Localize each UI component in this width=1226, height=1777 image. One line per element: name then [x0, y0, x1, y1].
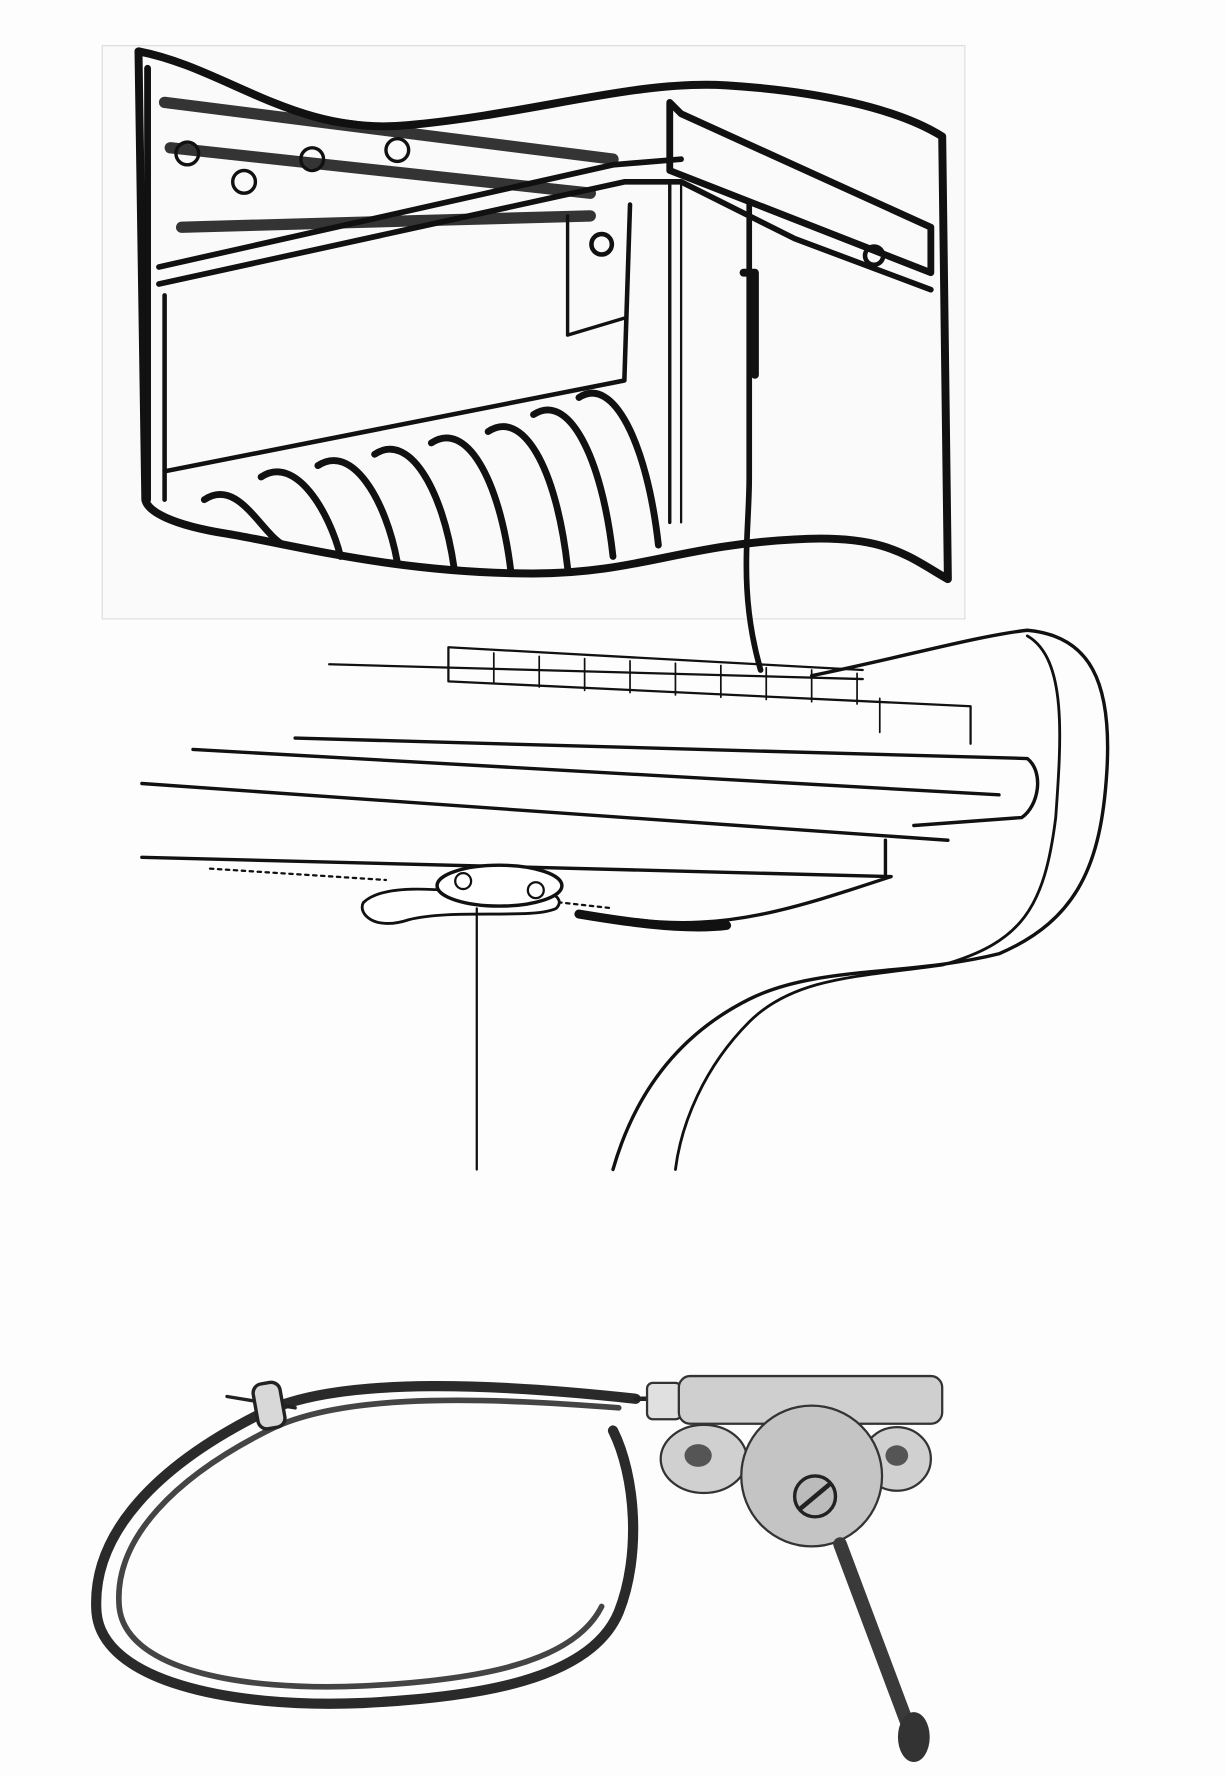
cable-release-lever-drawing [91, 1374, 944, 1763]
shelf-with-latch-drawing [140, 628, 1110, 1172]
drawer-assembly-drawing [101, 45, 966, 673]
